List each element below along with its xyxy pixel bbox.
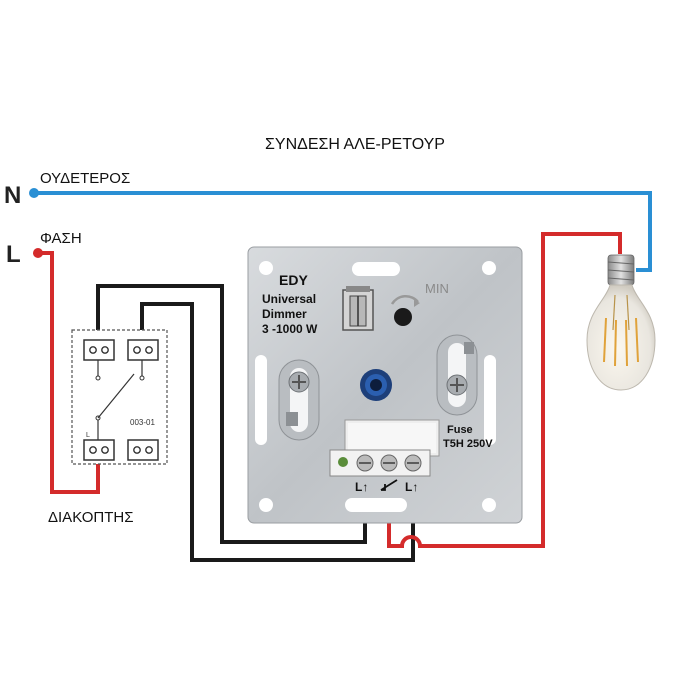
dimmer-line2: Dimmer [262, 307, 307, 321]
neutral-wire [29, 188, 652, 272]
dimmer-min-label: MIN [425, 281, 449, 296]
switch-label: ΔΙΑΚΟΠΤΗΣ [48, 509, 134, 526]
phase-wire-output [387, 232, 622, 548]
two-way-switch [71, 329, 168, 465]
neutral-letter: N [4, 182, 21, 209]
dimmer-module [247, 246, 523, 524]
traveler-wire-1 [96, 284, 367, 544]
fuse-label: Fuse [447, 424, 473, 436]
terminal-right-label: L↑ [405, 480, 418, 494]
switch-model: 003-01 [130, 418, 155, 427]
terminal-left-label: L↑ [355, 480, 368, 494]
switch-terminal-label: L [86, 432, 90, 439]
phase-letter: L [6, 241, 21, 268]
fuse-rating: T5H 250V [443, 438, 493, 450]
dimmer-brand: EDY [279, 272, 308, 288]
dimmer-line1: Universal [262, 292, 316, 306]
light-bulb-icon [586, 254, 656, 391]
diagram-title: ΣΥΝΔΕΣΗ ΑΛΕ-ΡΕΤΟΥΡ [265, 136, 445, 153]
neutral-label: ΟΥΔΕΤΕΡΟΣ [40, 170, 130, 187]
traveler-wire-2 [140, 302, 415, 562]
dimmer-line3: 3 -1000 W [262, 322, 318, 336]
phase-wire-input [33, 248, 100, 494]
phase-label: ΦΑΣΗ [40, 230, 82, 247]
dimmer-symbol-icon [380, 479, 398, 491]
